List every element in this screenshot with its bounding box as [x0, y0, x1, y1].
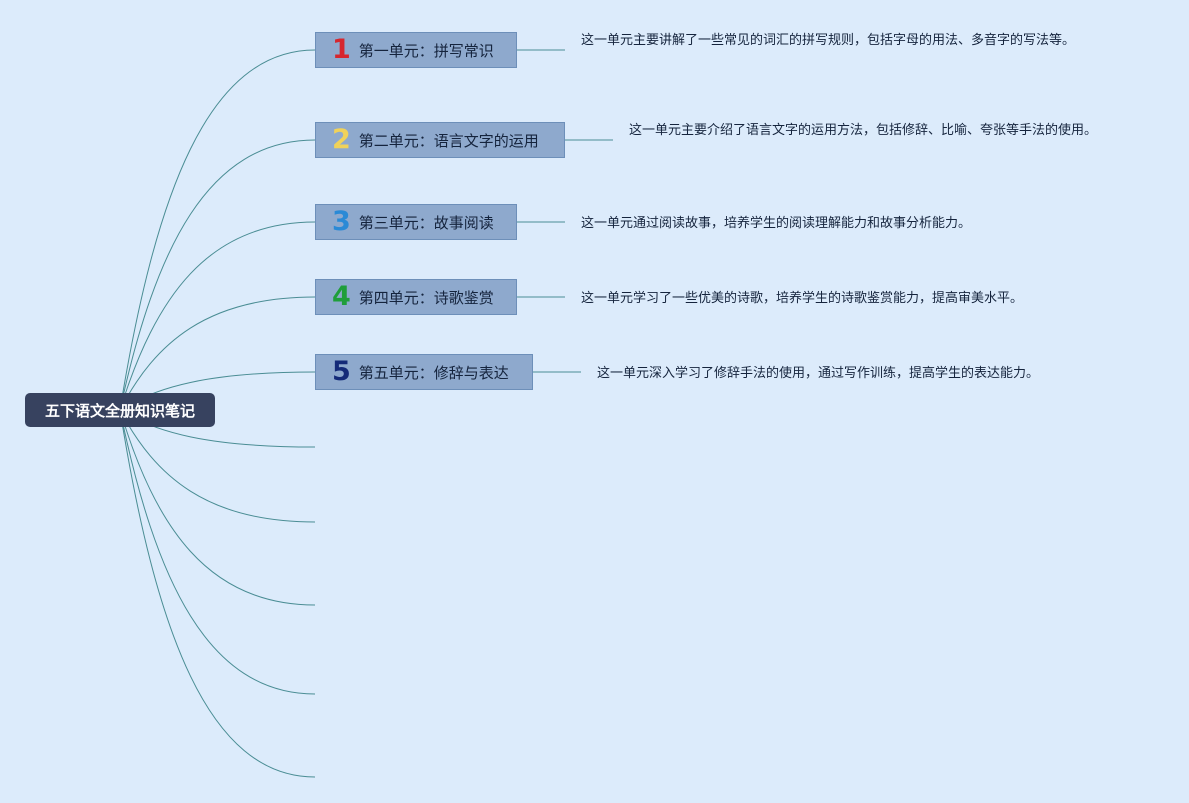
- unit-number-5-icon: 5: [332, 355, 351, 387]
- unit-title-4: 第四单元：诗歌鉴赏: [358, 288, 494, 307]
- unit-title-2: 第二单元：语言文字的运用: [358, 131, 539, 150]
- branch-line: [119, 49, 316, 411]
- branch-line: [119, 139, 316, 411]
- unit-description-5[interactable]: 这一单元深入学习了修辞手法的使用，通过写作训练，提高学生的表达能力。: [597, 366, 1040, 381]
- branch-line: [119, 221, 316, 411]
- unit-description-3[interactable]: 这一单元通过阅读故事，培养学生的阅读理解能力和故事分析能力。: [581, 216, 972, 231]
- unit-node-2[interactable]: 2 第二单元：语言文字的运用: [315, 122, 565, 158]
- unit-description-2[interactable]: 这一单元主要介绍了语言文字的运用方法，包括修辞、比喻、夸张等手法的使用。: [629, 123, 1098, 138]
- branch-line: [119, 409, 316, 778]
- connector-lines: [517, 49, 613, 373]
- unit-node-3[interactable]: 3 第三单元：故事阅读: [315, 204, 517, 240]
- unit-title-1: 第一单元：拼写常识: [358, 41, 494, 60]
- branch-line: [119, 409, 316, 523]
- unit-description-4[interactable]: 这一单元学习了一些优美的诗歌，培养学生的诗歌鉴赏能力，提高审美水平。: [581, 291, 1024, 306]
- unit-title-5: 第五单元：修辞与表达: [358, 363, 509, 382]
- unit-description-1[interactable]: 这一单元主要讲解了一些常见的词汇的拼写规则，包括字母的用法、多音字的写法等。: [581, 33, 1076, 48]
- branch-line: [119, 296, 316, 411]
- branch-line: [119, 409, 316, 695]
- unit-node-1[interactable]: 1 第一单元：拼写常识: [315, 32, 517, 68]
- unit-number-4-icon: 4: [332, 280, 351, 312]
- root-topic-label: 五下语文全册知识笔记: [44, 401, 195, 420]
- unit-number-3-icon: 3: [332, 205, 351, 237]
- branch-line: [119, 409, 316, 606]
- unit-number-2-icon: 2: [332, 123, 351, 155]
- unit-node-4[interactable]: 4 第四单元：诗歌鉴赏: [315, 279, 517, 315]
- unit-node-5[interactable]: 5 第五单元：修辞与表达: [315, 354, 533, 390]
- root-topic[interactable]: 五下语文全册知识笔记: [25, 393, 215, 427]
- unit-title-3: 第三单元：故事阅读: [358, 213, 494, 232]
- unit-number-1-icon: 1: [332, 33, 351, 65]
